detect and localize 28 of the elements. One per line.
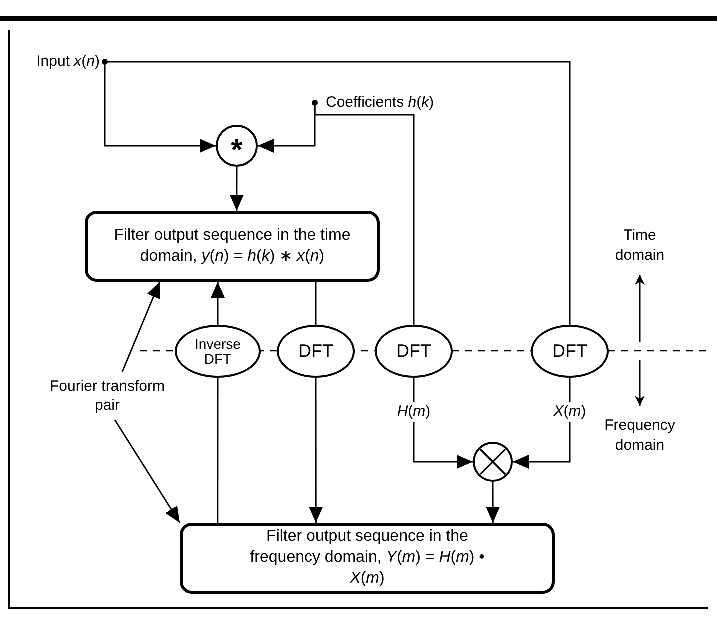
arrow — [413, 422, 473, 469]
signal-label: X(m) — [554, 402, 586, 422]
connector-line — [314, 103, 415, 325]
connector-line — [569, 378, 571, 402]
arrow — [230, 167, 244, 211]
arrow — [486, 482, 500, 523]
arrow — [122, 282, 161, 372]
transform-ellipse: DFT — [277, 325, 355, 378]
domain-label: Frequency domain — [604, 416, 676, 455]
transform-ellipse: Inverse DFT — [175, 325, 261, 378]
connector-line — [217, 378, 219, 523]
arrow — [211, 282, 225, 325]
transform-ellipse: DFT — [531, 325, 609, 378]
connector-line — [315, 282, 317, 325]
arrow — [513, 422, 571, 469]
arrow — [114, 420, 181, 524]
connector-line — [105, 61, 571, 325]
arrow — [104, 62, 216, 153]
arrow — [309, 378, 324, 523]
domain-label: Time domain — [614, 226, 666, 265]
input-label: Input x(n) — [36, 52, 100, 72]
annotation-text: Fourier transform pair — [48, 376, 166, 416]
coefficients-label: Coefficients h(k) — [326, 92, 434, 113]
process-box: Filter output sequence in the time domain, y(n) = h(k) ∗ x(n) — [85, 211, 380, 282]
transform-ellipse: DFT — [375, 325, 453, 378]
signal-label: H(m) — [397, 402, 431, 422]
connector-line — [413, 378, 415, 402]
process-box: Filter output sequence in the frequency domain, Y(m) = H(m) • X(m) — [180, 523, 555, 594]
